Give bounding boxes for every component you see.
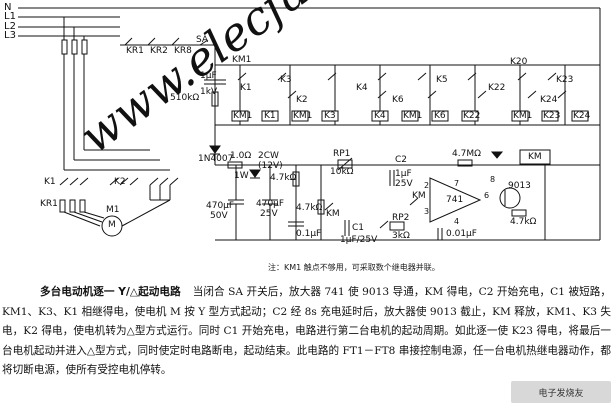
- label-k1-top: K1: [240, 83, 252, 93]
- label-kr8: KR8: [174, 46, 192, 56]
- coil-km1: KM1: [233, 111, 253, 121]
- pin-8: 8: [490, 175, 496, 184]
- label-k23-top: K23: [556, 75, 574, 85]
- coil-k3: K3: [324, 111, 336, 121]
- coil-k4: K4: [374, 111, 386, 121]
- label-1kv: 1kV: [200, 87, 218, 97]
- label-k20-top: K20: [510, 57, 528, 67]
- caption-title: 多台电动机逐一 Y/△起动电路: [40, 286, 181, 298]
- label-rp2: RP2: [392, 213, 410, 223]
- label-k24-top: K24: [540, 95, 558, 105]
- label-1w: 1W: [234, 171, 249, 181]
- label-km-contact2: KM: [326, 209, 340, 219]
- label-9013: 9013: [508, 181, 531, 191]
- pin-6: 6: [484, 191, 490, 200]
- label-k3-top: K3: [280, 75, 292, 85]
- label-1uf-left: 1μF: [200, 71, 217, 81]
- pin-3: 3: [424, 207, 430, 216]
- label-k2-motor: K2: [114, 177, 126, 187]
- coil-k23: K23: [543, 111, 561, 121]
- coil-k24: K24: [573, 111, 591, 121]
- label-741: 741: [446, 195, 464, 205]
- label-4k7-a: 4.7kΩ: [270, 173, 297, 183]
- label-km1-top: KM1: [232, 55, 252, 65]
- label-c1-val: 1μF/25V: [340, 235, 378, 245]
- label-470uf-50: 470μF: [206, 201, 235, 211]
- label-k1-motor: K1: [44, 177, 56, 187]
- label-sa: SA: [196, 35, 209, 45]
- label-1n4007: 1N4007: [198, 154, 234, 164]
- label-k5-top: K5: [436, 75, 448, 85]
- caption-paragraph: 多台电动机逐一 Y/△起动电路当闭合 SA 开关后，放大器 741 使 9013…: [2, 283, 611, 381]
- label-rp2-val: 3kΩ: [392, 231, 410, 241]
- label-c2: C2: [395, 155, 408, 165]
- label-kr2: KR2: [150, 46, 168, 56]
- label-4k7-b: 4.7kΩ: [296, 203, 323, 213]
- label-km-contact: KM: [412, 191, 426, 201]
- coil-k6: K6: [434, 111, 446, 121]
- label-c2-val: 1μF: [395, 169, 412, 179]
- coil-km1-b: KM1: [293, 111, 313, 121]
- caption-body: 当闭合 SA 开关后，放大器 741 使 9013 导通，KM 得电，C2 开始…: [2, 286, 611, 376]
- coil-km1-c: KM1: [403, 111, 423, 121]
- label-12v: (12V): [258, 161, 283, 171]
- pin-7: 7: [454, 179, 460, 188]
- label-rp1-val: 10kΩ: [330, 167, 354, 177]
- label-4m7: 4.7MΩ: [452, 149, 481, 159]
- label-rp1: RP1: [333, 149, 351, 159]
- label-k22-top: K22: [488, 83, 506, 93]
- label-k6-top: K6: [392, 95, 404, 105]
- label-510k: 510kΩ: [170, 93, 200, 103]
- label-kr1-motor: KR1: [40, 199, 58, 209]
- label-k4-top: K4: [356, 83, 368, 93]
- label-kr1: KR1: [126, 46, 144, 56]
- label-50v: 50V: [210, 211, 228, 221]
- site-logo: 电子发烧友: [511, 381, 611, 403]
- coil-k1: K1: [264, 111, 276, 121]
- coil-km1-d: KM1: [513, 111, 533, 121]
- label-470uf-25: 470μF: [256, 199, 285, 209]
- label-m1: M1: [106, 205, 120, 215]
- label-km-relay: KM: [528, 152, 542, 162]
- label-0-01uf: 0.01μF: [446, 229, 477, 239]
- label-0-1uf: 0.1μF: [296, 229, 322, 239]
- coil-k22: K22: [463, 111, 481, 121]
- label-4k7-t: 4.7kΩ: [510, 217, 537, 227]
- label-k2-top: K2: [296, 95, 308, 105]
- label-25v: 25V: [260, 209, 278, 219]
- label-2cw: 2CW: [258, 151, 279, 161]
- label-c1-cap: C1: [352, 223, 365, 233]
- label-n: N: [4, 2, 12, 13]
- label-c2-v: 25V: [395, 179, 413, 189]
- diagram-note: 注：KM1 触点不够用，可采取数个继电器并联。: [268, 263, 440, 272]
- label-l2: L2: [4, 21, 16, 32]
- label-l1: L1: [4, 11, 16, 22]
- pin-4: 4: [454, 217, 460, 226]
- label-m: M: [108, 220, 116, 230]
- pin-2: 2: [424, 181, 430, 190]
- label-1ohm: 1.0Ω: [230, 151, 252, 161]
- label-l3: L3: [4, 30, 16, 41]
- circuit-schematic: [18, 7, 601, 241]
